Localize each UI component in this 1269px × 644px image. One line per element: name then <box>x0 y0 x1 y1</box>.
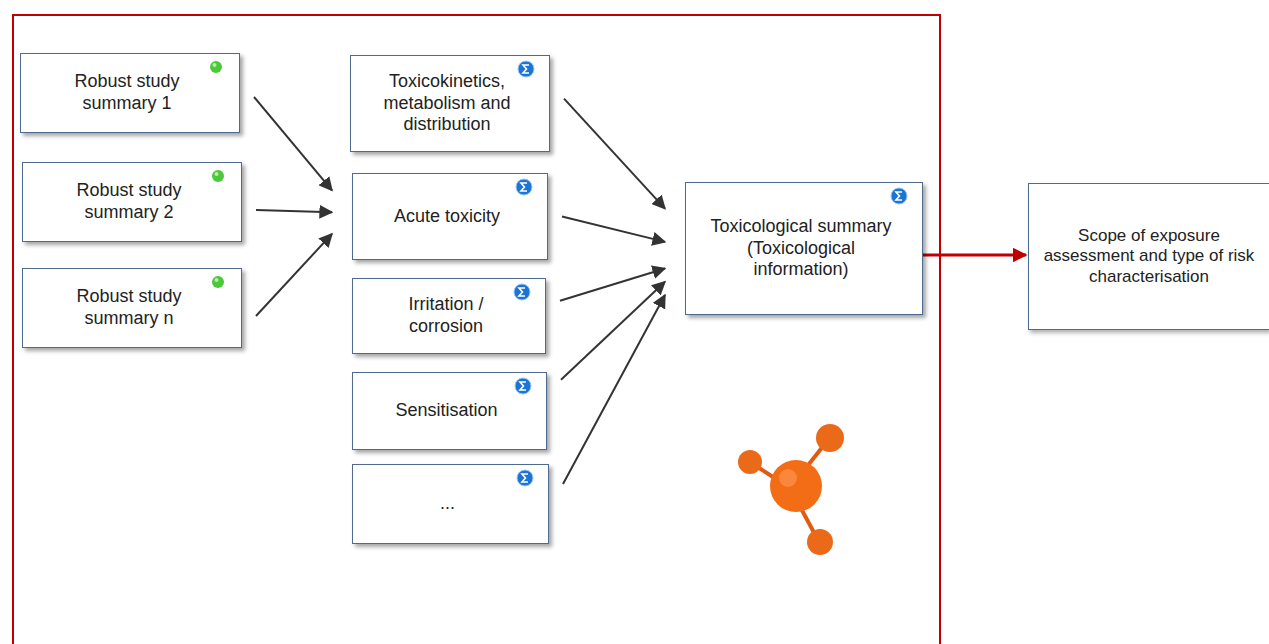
status-dot <box>207 58 225 76</box>
flow-arrow <box>562 217 665 242</box>
flow-arrow <box>256 210 332 212</box>
flow-arrow <box>256 234 332 316</box>
flow-arrow <box>564 99 665 209</box>
box-label: Toxicokinetics, metabolism and distribut… <box>351 65 549 142</box>
box-label: Robust study summary n <box>23 280 241 335</box>
process-box: Acute toxicity <box>352 173 548 260</box>
box-label: Toxicological summary (Toxicological inf… <box>686 210 922 287</box>
flow-arrow <box>923 254 1026 257</box>
process-box: Robust study summary 2 <box>22 162 242 242</box>
sum-icon <box>514 377 532 395</box>
process-box: ... <box>352 464 549 544</box>
box-label: Acute toxicity <box>376 200 524 234</box>
frame-outline <box>13 15 940 644</box>
process-box: Toxicokinetics, metabolism and distribut… <box>350 55 550 152</box>
process-box: Robust study summary 1 <box>20 53 240 133</box>
process-box: Sensitisation <box>352 372 547 450</box>
sum-icon <box>517 60 535 78</box>
sum-icon <box>516 469 534 487</box>
process-box: Irritation / corrosion <box>352 278 546 354</box>
process-box: Robust study summary n <box>22 268 242 348</box>
molecule-illustration <box>738 424 844 555</box>
sum-icon <box>890 187 908 205</box>
status-dot <box>209 273 227 291</box>
status-dot <box>209 167 227 185</box>
sum-icon <box>513 283 531 301</box>
box-label: Robust study summary 1 <box>21 65 239 120</box>
box-label: Robust study summary 2 <box>23 174 241 229</box>
box-label: Sensitisation <box>377 394 521 428</box>
process-box: Toxicological summary (Toxicological inf… <box>685 182 923 315</box>
flow-arrow <box>561 282 665 380</box>
flow-arrow <box>563 295 665 484</box>
sum-icon <box>515 178 533 196</box>
box-label: ... <box>422 487 479 521</box>
process-box: Scope of exposure assessment and type of… <box>1028 183 1269 330</box>
box-label: Scope of exposure assessment and type of… <box>1029 220 1269 293</box>
flow-arrow <box>254 97 332 190</box>
